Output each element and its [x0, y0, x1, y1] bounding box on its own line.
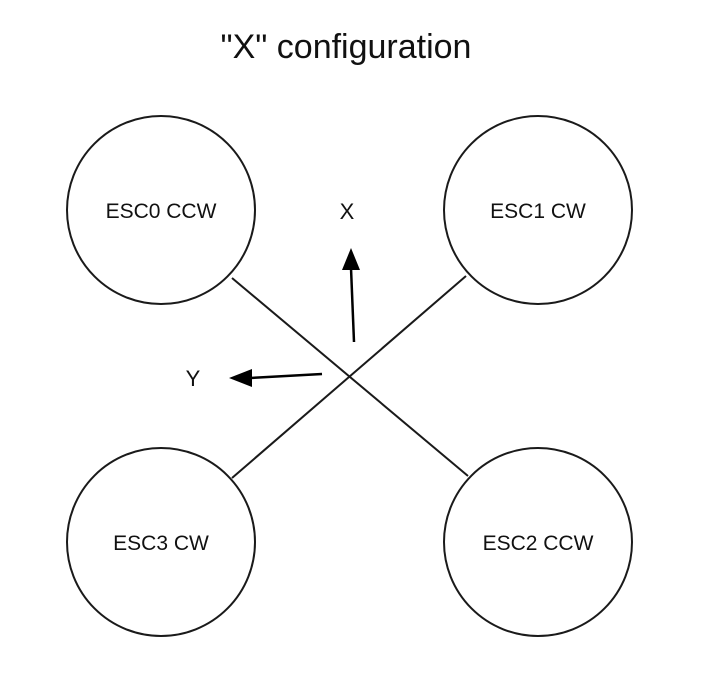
frame-arms: [231, 275, 469, 479]
x-axis-label: X: [340, 199, 355, 224]
motor-esc0: ESC0 CCW: [66, 115, 256, 305]
y-axis-arrowhead: [229, 369, 252, 387]
x-axis-arrowhead: [342, 248, 360, 270]
arm-esc1-esc3: [231, 275, 467, 479]
motor-esc3-circle: [66, 447, 256, 637]
x-axis-arrow-shaft: [349, 267, 356, 343]
y-axis-arrow: [229, 369, 323, 387]
motor-esc2-circle: [443, 447, 633, 637]
motor-esc2-label: ESC2 CCW: [483, 532, 594, 555]
motor-esc0-label: ESC0 CCW: [106, 200, 217, 223]
motor-esc3-label: ESC3 CW: [113, 532, 209, 555]
motor-esc1: ESC1 CW: [443, 115, 633, 305]
motor-esc3: ESC3 CW: [66, 447, 256, 637]
motor-esc1-circle: [443, 115, 633, 305]
motor-esc0-circle: [66, 115, 256, 305]
diagram-title: "X" configuration: [221, 28, 472, 66]
motor-esc2: ESC2 CCW: [443, 447, 633, 637]
motor-esc1-label: ESC1 CW: [490, 200, 586, 223]
y-axis-label: Y: [186, 366, 201, 391]
y-axis-arrow-shaft: [249, 372, 323, 380]
x-axis-arrow: [342, 248, 360, 343]
